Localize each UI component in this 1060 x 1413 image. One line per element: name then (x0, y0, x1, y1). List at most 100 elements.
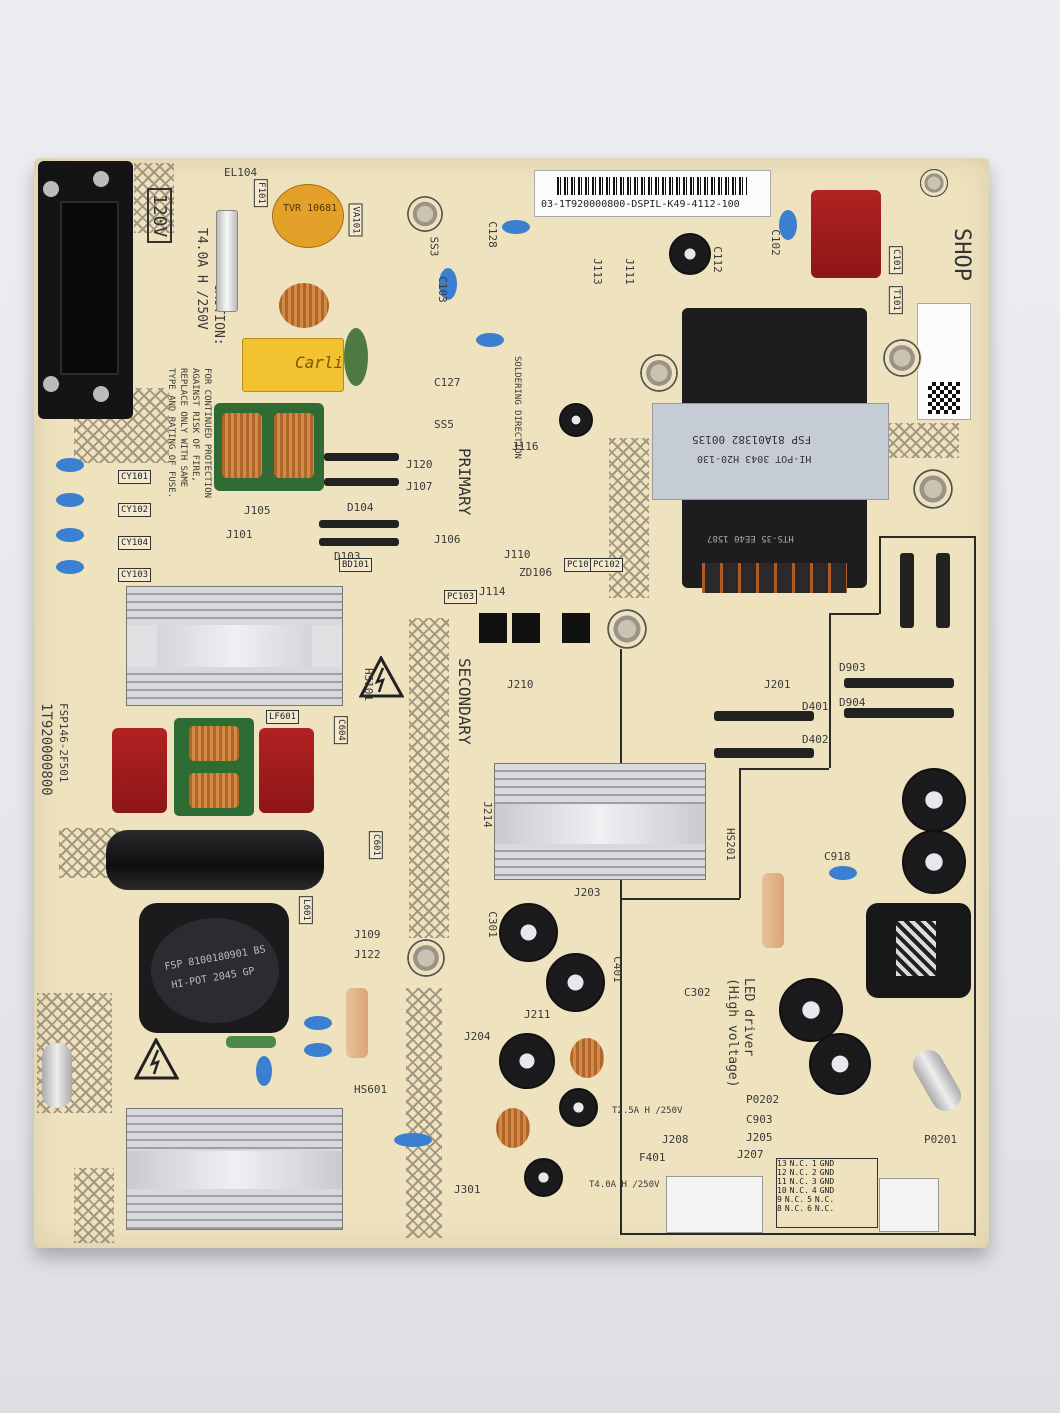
small-inductor (496, 1108, 530, 1148)
output-connector (879, 1178, 939, 1232)
diode (714, 748, 814, 758)
primary-label: PRIMARY (455, 448, 474, 516)
output-connector (666, 1176, 763, 1233)
y-capacitor (502, 220, 530, 234)
diode (844, 708, 954, 718)
diode (319, 538, 399, 546)
mounting-hole (919, 168, 949, 198)
electrolytic-capacitor (902, 830, 966, 894)
label-c102: C102 (768, 229, 782, 256)
output-inductor (866, 903, 971, 998)
label-j401: J208 (662, 1133, 689, 1146)
label-d904: D904 (839, 696, 866, 709)
label-j114: J114 (479, 585, 506, 598)
optocoupler (562, 613, 590, 643)
label-j105: J105 (244, 504, 271, 517)
y-capacitor (304, 1043, 332, 1057)
label-j101: J101 (226, 528, 253, 541)
fuse2-rating: T2.5A H /250V (612, 1106, 683, 1116)
label-c103: C103 (435, 276, 449, 303)
label-cy101: CY101 (118, 470, 152, 484)
y-capacitor (56, 528, 84, 542)
fuse3-rating: T4.0A H /250V (589, 1180, 660, 1190)
bulk-capacitor (106, 830, 324, 890)
y-capacitor (56, 458, 84, 472)
label-zd106: ZD106 (519, 566, 553, 579)
hatch-zone (409, 618, 449, 938)
electrolytic-capacitor (779, 978, 843, 1042)
hatch-zone (609, 438, 649, 598)
mounting-hole (606, 608, 648, 650)
label-d402: D402 (802, 733, 829, 746)
label-j214: J214 (480, 801, 494, 828)
trace-line (739, 768, 829, 770)
ac-input-connector (38, 161, 133, 419)
y-capacitor (439, 268, 457, 300)
film-capacitor (811, 190, 881, 278)
fuse-rating: T4.0A H /250V (194, 228, 209, 330)
label-j211: J211 (524, 1008, 551, 1021)
hatch-zone (134, 163, 174, 233)
diode (324, 453, 399, 461)
varistor: TVR 10681 (272, 184, 344, 248)
electrolytic-capacitor (809, 1033, 871, 1095)
label-j205: P0202 (746, 1093, 780, 1106)
line-filter (214, 403, 324, 491)
label-j111: J111 (622, 258, 636, 285)
hatch-zone (406, 988, 442, 1238)
film-capacitor (112, 728, 167, 813)
label-pc102: PC102 (590, 558, 624, 572)
caution-line: REPLACE ONLY WITH SAME (178, 368, 188, 488)
label-c112: C112 (710, 246, 724, 273)
label-c903: P0201 (924, 1133, 958, 1146)
optocoupler (479, 613, 507, 643)
label-pc103: PC103 (444, 590, 478, 604)
label-j202: C302 (684, 986, 711, 999)
label-j208: J207 (737, 1148, 764, 1161)
label-j109: J109 (354, 928, 381, 941)
small-inductor (570, 1038, 604, 1078)
label-c128: C128 (485, 221, 499, 248)
label-j110: J110 (504, 548, 531, 561)
mounting-hole (639, 353, 679, 393)
label-hs101: HS101 (362, 667, 376, 702)
trace-line (620, 1233, 975, 1235)
thermistor (344, 328, 368, 386)
main-transformer: FSP 81A01382 00135 HI-POT 3043 H20-130 H… (652, 308, 889, 593)
diode (324, 478, 399, 486)
transformer-text: HTS-35 EE40 1587 (707, 533, 794, 543)
electrolytic-capacitor (902, 768, 966, 832)
pfc-inductor: FSP 8100180901 BS HI-POT 2045 GP (139, 903, 289, 1033)
label-d104: D104 (347, 501, 374, 514)
secondary-label: SECONDARY (455, 658, 474, 745)
trace-line (974, 536, 976, 1236)
diode (900, 553, 914, 628)
diode (936, 553, 950, 628)
label-j210: J210 (507, 678, 534, 691)
caution-line: AGAINST RISK OF FIRE, (190, 368, 200, 482)
trace-line (879, 536, 881, 614)
warning-triangle-icon (134, 1038, 179, 1080)
label-d401: D401 (802, 700, 829, 713)
diode (319, 520, 399, 528)
led-driver-label: LED driver (741, 978, 756, 1057)
electrolytic-capacitor (559, 403, 593, 437)
y-capacitor (476, 333, 504, 347)
label-c601: C601 (368, 831, 383, 859)
label-j122: J122 (354, 948, 381, 961)
trace-line (620, 898, 740, 900)
electrolytic-capacitor (524, 1158, 563, 1197)
shop-mark: SHOP (949, 228, 974, 281)
label-j104: HS601 (354, 1083, 388, 1096)
label-l601: L601 (298, 896, 313, 924)
label-bd101: BD101 (339, 558, 373, 572)
board-code: 1T920000800 (38, 703, 54, 796)
y-capacitor (56, 493, 84, 507)
ground-lug (42, 1043, 72, 1108)
